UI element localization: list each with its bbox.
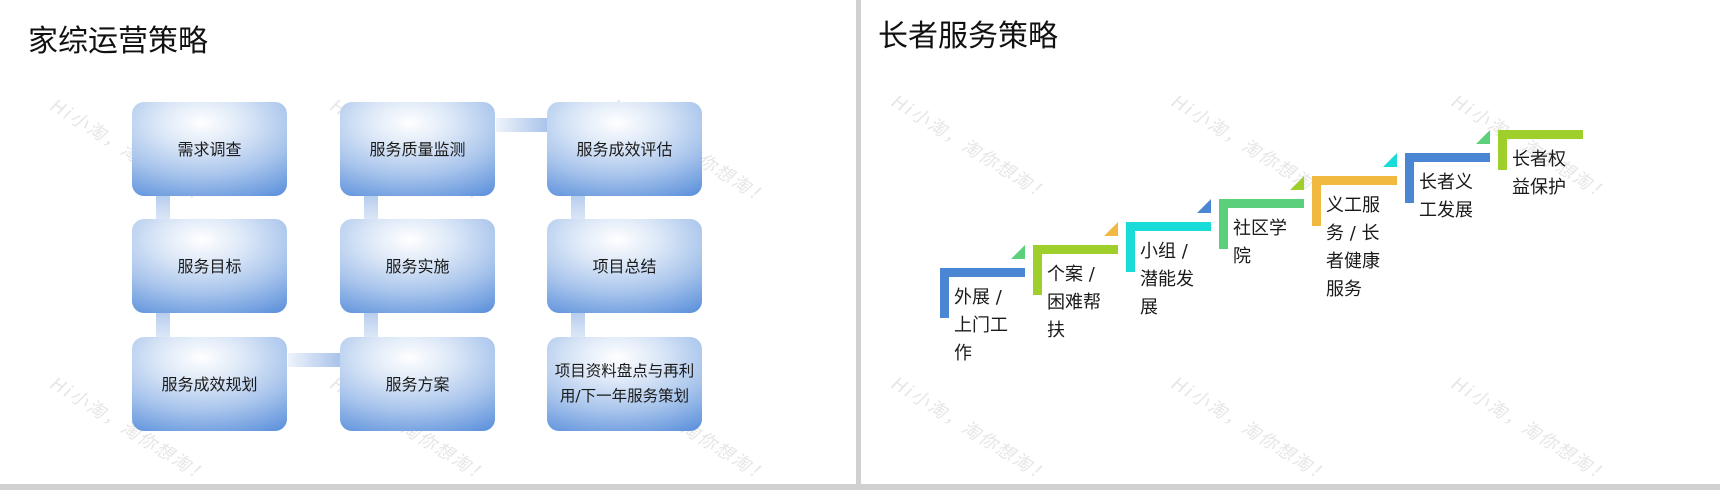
triangle-arrow-icon <box>1290 176 1304 190</box>
flow-box-service-plan: 服务方案 <box>340 337 495 431</box>
slide-title: 家综运营策略 <box>28 24 208 59</box>
step-label: 社区学院 <box>1233 218 1287 267</box>
bottom-border <box>0 484 1720 490</box>
box-label: 需求调查 <box>177 139 242 159</box>
step-bar <box>1033 245 1042 295</box>
step-bar <box>940 268 1025 277</box>
step-bar <box>1312 176 1397 185</box>
connector <box>364 196 378 220</box>
slide-divider <box>856 0 861 490</box>
step-label: 外展 / 上门工作 <box>954 287 1008 364</box>
step-bar <box>1126 222 1211 231</box>
watermark: Hi小淘，淘你想淘！ <box>1167 91 1334 206</box>
connector <box>156 196 170 220</box>
box-label: 项目资料盘点与再利用/下一年服务策划 <box>554 362 695 405</box>
flow-box-quality-monitoring: 服务质量监测 <box>340 102 495 196</box>
flow-box-review-and-next-year: 项目资料盘点与再利用/下一年服务策划 <box>547 337 702 431</box>
step-bar <box>1312 176 1321 226</box>
box-label: 服务实施 <box>385 256 450 276</box>
triangle-arrow-icon <box>1104 222 1118 236</box>
triangle-arrow-icon <box>1011 245 1025 259</box>
watermark: Hi小淘，淘你想淘！ <box>1447 373 1614 484</box>
box-label: 服务成效评估 <box>576 139 673 159</box>
slide-title: 长者服务策略 <box>878 19 1058 54</box>
step-label: 个案 / 困难帮扶 <box>1047 264 1101 341</box>
connector <box>364 313 378 337</box>
step-bar <box>1405 153 1414 203</box>
box-label: 服务成效规划 <box>161 374 258 394</box>
box-label: 项目总结 <box>592 256 657 276</box>
step-bar <box>1219 199 1228 249</box>
slide-family-service-strategy: 家综运营策略 Hi小淘，淘你想淘！ Hi小淘，淘你想淘！ Hi小淘，淘你想淘！ … <box>0 0 856 484</box>
watermark: Hi小淘，淘你想淘！ <box>887 373 1054 484</box>
flow-box-project-summary: 项目总结 <box>547 219 702 313</box>
flow-box-service-implementation: 服务实施 <box>340 219 495 313</box>
step-bar <box>1405 153 1490 162</box>
slide-elderly-service-strategy: 长者服务策略 Hi小淘，淘你想淘！ Hi小淘，淘你想淘！ Hi小淘，淘你想淘！ … <box>861 0 1720 484</box>
triangle-arrow-icon <box>1197 199 1211 213</box>
step-label: 小组 / 潜能发展 <box>1140 241 1194 318</box>
flow-box-outcome-planning: 服务成效规划 <box>132 337 287 431</box>
step-bar <box>940 268 949 318</box>
flow-box-needs-survey: 需求调查 <box>132 102 287 196</box>
box-label: 服务目标 <box>177 256 242 276</box>
connector <box>288 353 340 367</box>
watermark: Hi小淘，淘你想淘！ <box>1167 373 1334 484</box>
step-label: 义工服务 / 长者健康服务 <box>1326 195 1380 300</box>
step-label: 长者权益保护 <box>1512 149 1566 198</box>
triangle-arrow-icon <box>1476 130 1490 144</box>
step-bar <box>1498 130 1583 139</box>
step-label: 长者义工发展 <box>1419 172 1473 221</box>
step-bar <box>1219 199 1304 208</box>
box-label: 服务质量监测 <box>369 139 466 159</box>
connector <box>496 118 548 132</box>
watermark: Hi小淘，淘你想淘！ <box>887 91 1054 206</box>
step-bar <box>1033 245 1118 254</box>
box-label: 服务方案 <box>385 374 450 394</box>
flow-box-outcome-evaluation: 服务成效评估 <box>547 102 702 196</box>
triangle-arrow-icon <box>1383 153 1397 167</box>
connector <box>571 313 585 337</box>
connector <box>156 313 170 337</box>
flow-box-service-goals: 服务目标 <box>132 219 287 313</box>
step-bar <box>1498 130 1507 170</box>
step-bar <box>1126 222 1135 272</box>
connector <box>571 196 585 220</box>
